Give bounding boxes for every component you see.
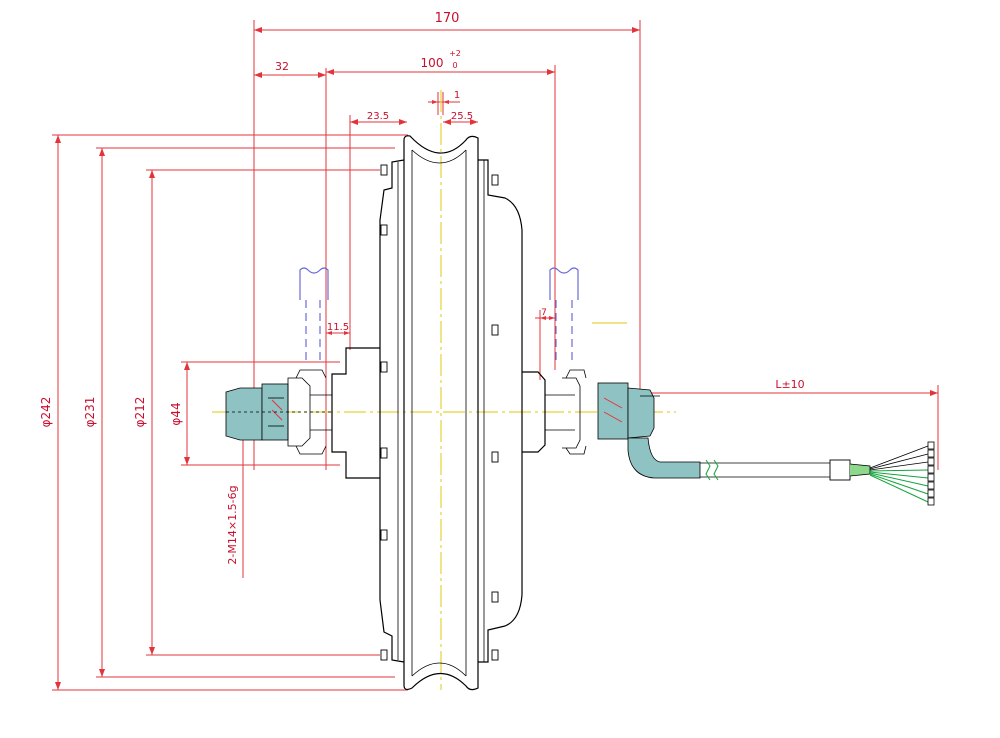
- cable-bend: [627, 437, 701, 479]
- dim-right-gap: 7: [541, 308, 547, 318]
- motor-body: [225, 135, 935, 691]
- dim-diameter-231: φ231: [83, 397, 97, 428]
- left-dropout: [299, 267, 329, 300]
- dropouts: [299, 267, 579, 365]
- left-hub-boss: [331, 347, 380, 479]
- right-axle-nut: [545, 369, 660, 455]
- dim-overall-width: 170: [435, 11, 460, 26]
- dim-left-offset: 32: [275, 60, 289, 73]
- dim-cable-length: L±10: [775, 378, 804, 391]
- dim-left-half: 23.5: [367, 111, 389, 122]
- right-dropout: [549, 267, 579, 300]
- dim-left-gap: 11.5: [327, 322, 349, 333]
- dim-hub-tol-upper: +2: [449, 49, 461, 58]
- dim-hub-width: 100: [421, 56, 444, 70]
- thread-spec: 2-M14×1.5-6g: [226, 485, 239, 564]
- left-dimensions: φ242 φ231 φ212 φ44 2-M14×1.5-6g: [39, 134, 408, 691]
- rim: [403, 135, 479, 691]
- centerlines: [212, 90, 676, 690]
- dim-diameter-212: φ212: [133, 397, 147, 428]
- dim-center-offset: 1: [454, 90, 460, 101]
- dim-right-half: 25.5: [451, 111, 473, 122]
- wire-bundle: [869, 441, 935, 506]
- top-dimensions: 170 32 100 +2 0 1 23.5 25.5: [253, 11, 939, 470]
- cable: [700, 459, 871, 481]
- dim-diameter-44: φ44: [169, 402, 183, 425]
- right-hub-boss: [522, 371, 546, 453]
- dim-diameter-242: φ242: [39, 397, 53, 428]
- wire-terminals: [927, 441, 935, 506]
- dim-hub-tol-lower: 0: [452, 61, 457, 70]
- bolts: [380, 164, 499, 661]
